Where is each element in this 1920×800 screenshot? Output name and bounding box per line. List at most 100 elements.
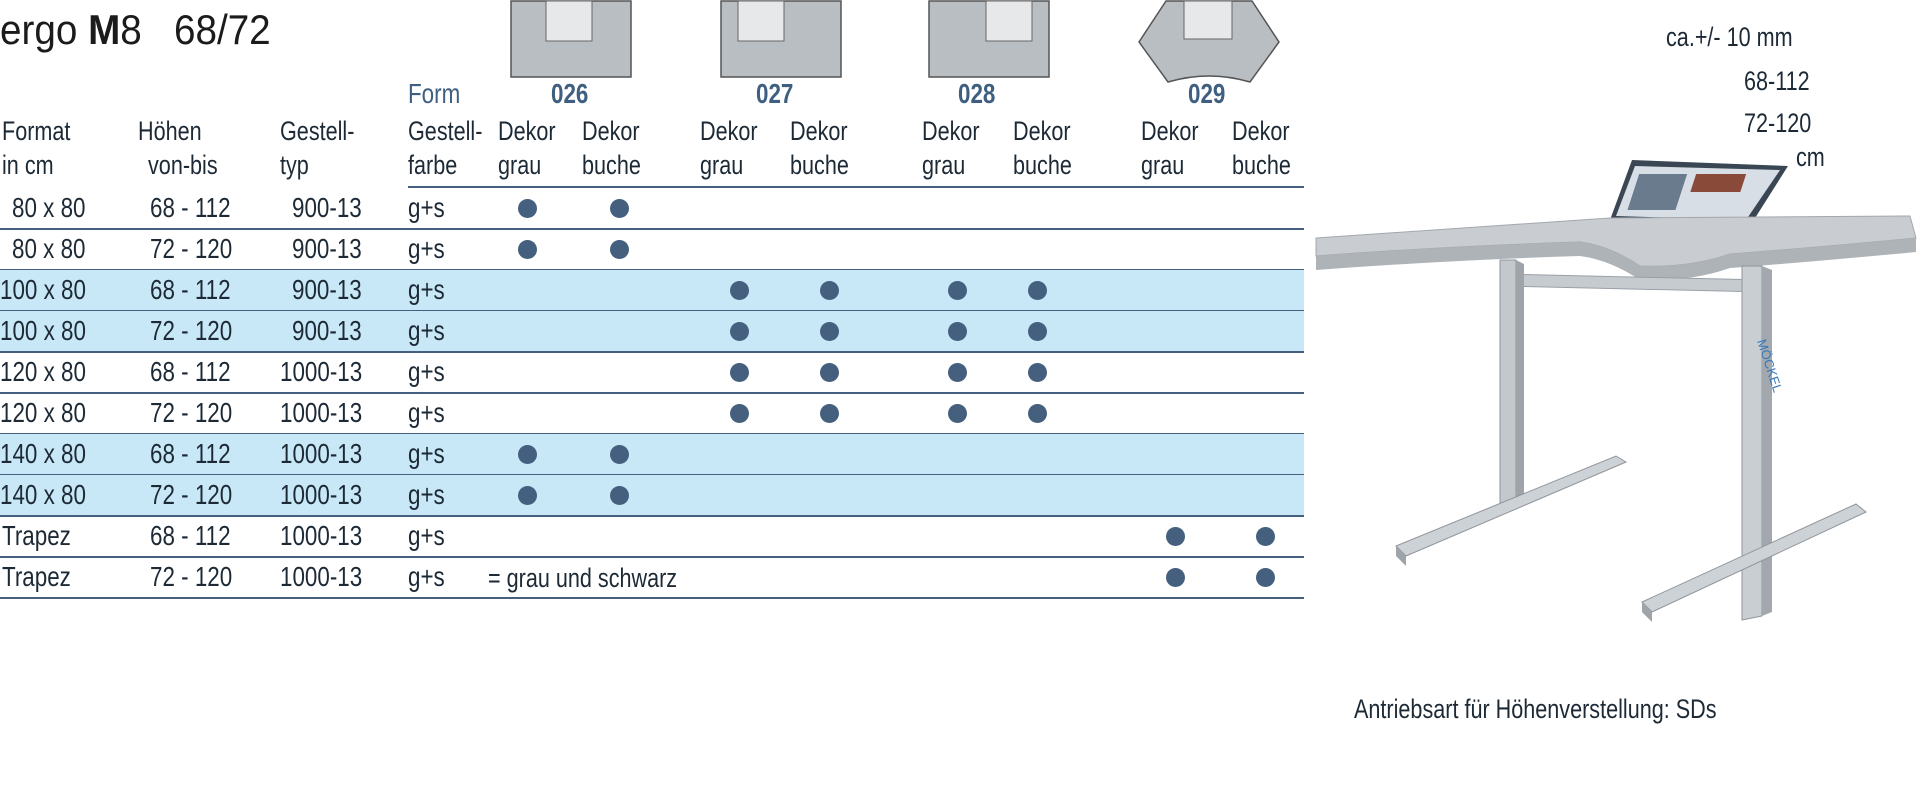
cell-format: 140 x 80 [0, 438, 86, 469]
cell-gestelltyp: 900-13 [292, 315, 362, 346]
cell-hoehen: 72 - 120 [150, 397, 233, 428]
cell-format: 80 x 80 [12, 233, 86, 264]
cell-hoehen: 68 - 112 [150, 356, 231, 387]
form-028-shape-icon [928, 0, 1052, 80]
availability-dot [948, 322, 967, 341]
availability-dot [820, 363, 839, 382]
height-range-1: 68-112 [1744, 66, 1810, 96]
cell-gestelltyp: 1000-13 [280, 479, 363, 510]
cell-hoehen: 68 - 112 [150, 274, 231, 305]
cell-format: 140 x 80 [0, 479, 86, 510]
availability-dot [1256, 568, 1275, 587]
cell-format: 100 x 80 [0, 274, 86, 305]
availability-dot [730, 281, 749, 300]
availability-dot [1028, 281, 1047, 300]
cell-hoehen: 72 - 120 [150, 233, 233, 264]
legend-text: = grau und schwarz [488, 563, 678, 593]
cell-hoehen: 72 - 120 [150, 315, 233, 346]
form-026-shape-icon [510, 0, 634, 80]
form-code-029: 029 [1188, 78, 1226, 109]
cell-farbe: g+s [408, 479, 445, 510]
row-divider [0, 228, 1304, 230]
availability-dot [820, 404, 839, 423]
cell-farbe: g+s [408, 356, 445, 387]
cell-hoehen: 68 - 112 [150, 438, 231, 469]
cell-gestelltyp: 1000-13 [280, 561, 363, 592]
availability-dot [948, 404, 967, 423]
cell-gestelltyp: 900-13 [292, 233, 362, 264]
cell-format: 100 x 80 [0, 315, 86, 346]
table-row [0, 311, 1304, 351]
availability-dot [610, 486, 629, 505]
page-title: ergo M8 68/72 [0, 6, 271, 53]
availability-dot [1166, 527, 1185, 546]
cell-farbe: g+s [408, 233, 445, 264]
cell-format: 120 x 80 [0, 397, 86, 428]
form-029-shape-icon [1138, 0, 1280, 86]
cell-farbe: g+s [408, 274, 445, 305]
cell-gestelltyp: 900-13 [292, 192, 362, 223]
cell-farbe: g+s [408, 192, 445, 223]
cell-format: Trapez [2, 561, 71, 592]
row-divider [0, 515, 1304, 517]
row-divider [0, 597, 1304, 599]
row-divider [0, 351, 1304, 353]
row-divider [0, 392, 1304, 394]
availability-dot [948, 363, 967, 382]
cell-hoehen: 68 - 112 [150, 520, 231, 551]
form-code-026: 026 [551, 78, 589, 109]
cell-farbe: g+s [408, 438, 445, 469]
cell-format: 120 x 80 [0, 356, 86, 387]
tolerance-note: ca.+/- 10 mm [1666, 22, 1793, 52]
height-range-2: 72-120 [1744, 108, 1812, 138]
row-divider [0, 556, 1304, 558]
availability-dot [1166, 568, 1185, 587]
form-027-shape-icon [720, 0, 844, 80]
height-unit: cm [1796, 142, 1825, 172]
availability-dot [730, 322, 749, 341]
form-code-028: 028 [958, 78, 996, 109]
cell-gestelltyp: 1000-13 [280, 520, 363, 551]
availability-dot [1028, 404, 1047, 423]
availability-dot [518, 486, 537, 505]
availability-dot [1256, 527, 1275, 546]
availability-dot [820, 322, 839, 341]
availability-dot [518, 199, 537, 218]
availability-dot [730, 404, 749, 423]
cell-gestelltyp: 1000-13 [280, 356, 363, 387]
cell-hoehen: 68 - 112 [150, 192, 231, 223]
availability-dot [730, 363, 749, 382]
desk-illustration: MÖCKEL [1310, 156, 1920, 661]
availability-dot [948, 281, 967, 300]
cell-gestelltyp: 1000-13 [280, 397, 363, 428]
availability-dot [1028, 322, 1047, 341]
cell-farbe: g+s [408, 520, 445, 551]
availability-dot [518, 240, 537, 259]
availability-dot [610, 445, 629, 464]
header-gestellfarbe: Gestell-farbe [408, 116, 483, 180]
availability-dot [610, 240, 629, 259]
availability-dot [610, 199, 629, 218]
table-row [0, 270, 1304, 310]
cell-farbe: g+s [408, 561, 445, 592]
header-gestelltyp: Gestell-typ [280, 116, 355, 180]
availability-dot [820, 281, 839, 300]
availability-dot [518, 445, 537, 464]
cell-hoehen: 72 - 120 [150, 561, 233, 592]
form-code-027: 027 [756, 78, 794, 109]
cell-gestelltyp: 900-13 [292, 274, 362, 305]
table-row [0, 475, 1304, 515]
form-label: Form [408, 78, 461, 109]
cell-gestelltyp: 1000-13 [280, 438, 363, 469]
table-row [0, 434, 1304, 474]
cell-farbe: g+s [408, 315, 445, 346]
